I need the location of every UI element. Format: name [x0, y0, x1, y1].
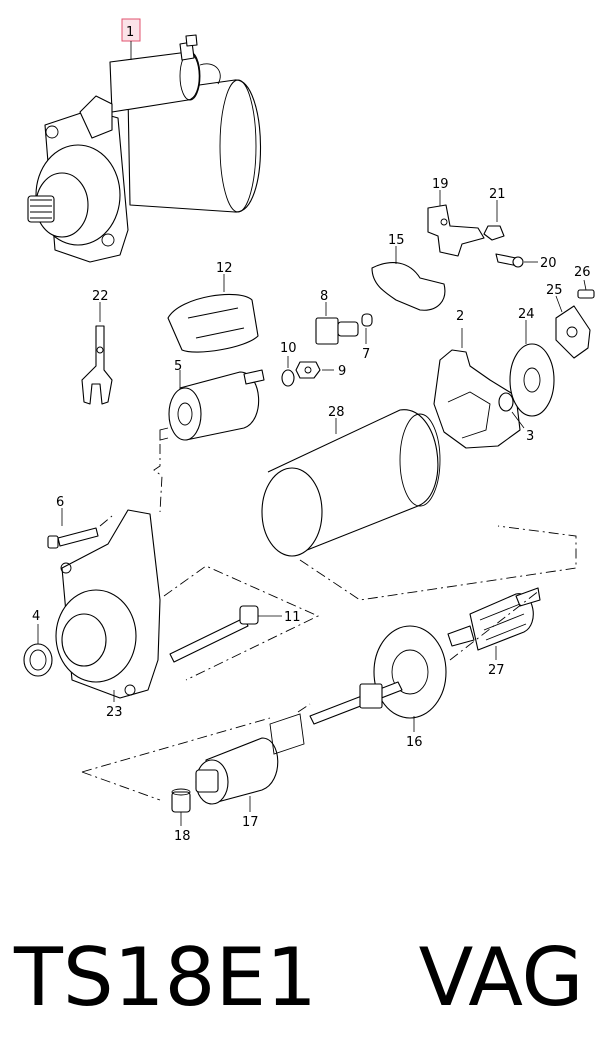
callout-3: 3 — [526, 429, 534, 444]
housing-dashed-outline — [299, 525, 577, 601]
callout-7: 7 — [362, 347, 370, 362]
terminal-block — [281, 313, 373, 387]
sleeve-bushing — [171, 788, 191, 813]
callout-27: 27 — [488, 663, 505, 678]
callout-1: 1 — [126, 25, 134, 40]
callout-5: 5 — [174, 359, 182, 374]
part-number-caption: TS18E1 VAG — [14, 931, 584, 1024]
end-plate — [509, 343, 555, 417]
callout-20: 20 — [540, 256, 557, 271]
callout-24: 24 — [518, 307, 535, 322]
armature-dashed-outline — [81, 589, 541, 773]
solenoid-cover — [167, 293, 259, 353]
motor-housing — [261, 409, 441, 557]
drive-pinion — [195, 713, 305, 805]
heat-shield — [371, 262, 446, 311]
armature-rotor — [447, 587, 541, 651]
callout-22: 22 — [92, 289, 109, 304]
callout-6: 6 — [56, 495, 64, 510]
long-through-bolt — [169, 605, 259, 663]
callout-25: 25 — [546, 283, 563, 298]
drive-end-housing — [55, 509, 161, 699]
callout-26: 26 — [574, 265, 591, 280]
engagement-fork-lever — [81, 325, 113, 405]
callout-10: 10 — [280, 341, 297, 356]
callout-17: 17 — [242, 815, 259, 830]
drive-dashed-outline — [163, 565, 320, 681]
callout-12: 12 — [216, 261, 233, 276]
callout-labels: 1 2 3 4 5 6 7 8 9 10 11 12 19 20 21 15 1… — [32, 25, 591, 844]
bushing-ring — [23, 643, 53, 677]
solenoid-dashed-connector — [153, 444, 163, 513]
screw-bolt — [47, 527, 99, 549]
callout-15: 15 — [388, 233, 405, 248]
mounting-bracket — [427, 204, 524, 268]
callout-21: 21 — [489, 187, 506, 202]
callout-4: 4 — [32, 609, 40, 624]
exploded-parts-diagram: 1 2 3 4 5 6 7 8 9 10 11 12 19 20 21 15 1… — [23, 18, 595, 844]
end-cap — [555, 289, 595, 359]
callout-18: 18 — [174, 829, 191, 844]
callout-2: 2 — [456, 309, 464, 324]
callout-28: 28 — [328, 405, 345, 420]
callout-8: 8 — [320, 289, 328, 304]
callout-19: 19 — [432, 177, 449, 192]
callout-11: 11 — [284, 610, 301, 625]
intermediate-bearing — [309, 625, 447, 725]
brush-holder — [433, 349, 521, 449]
assembled-starter-motor — [27, 34, 261, 263]
solenoid-switch — [159, 369, 265, 441]
callout-16: 16 — [406, 735, 423, 750]
callout-9: 9 — [338, 364, 346, 379]
callout-23: 23 — [106, 705, 123, 720]
